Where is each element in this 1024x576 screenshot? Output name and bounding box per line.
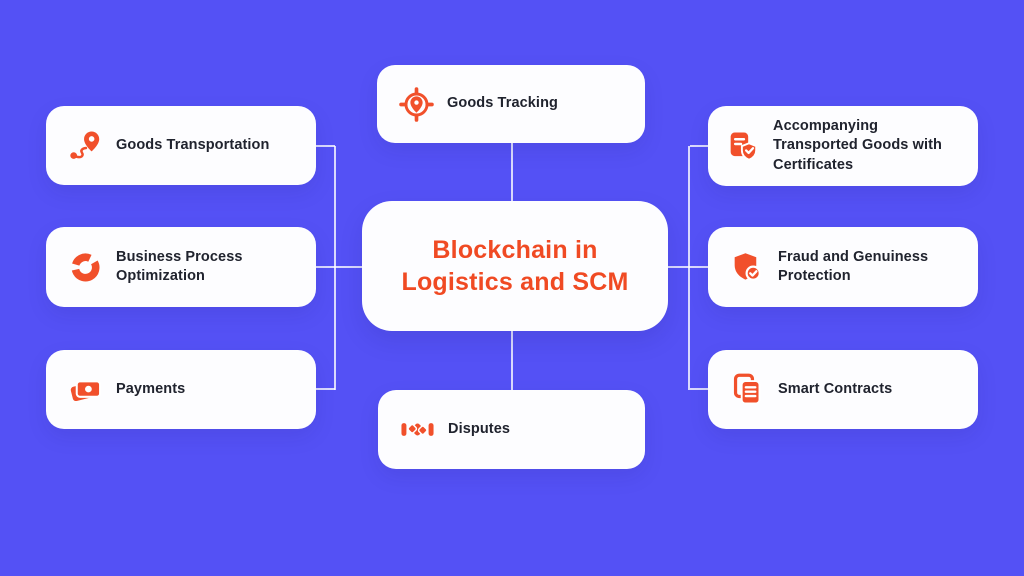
connector-bottom-vertical xyxy=(511,331,513,390)
node-goods-tracking: Goods Tracking xyxy=(377,65,645,143)
shield-check-icon xyxy=(730,250,765,285)
connector-top-vertical xyxy=(511,143,513,201)
connector-right-stub-1 xyxy=(690,145,708,147)
connector-left-stub-3 xyxy=(316,388,335,390)
node-label: Goods Tracking xyxy=(447,95,558,112)
node-fraud-protection: Fraud and Genuiness Protection xyxy=(708,227,978,307)
node-label: Payments xyxy=(116,380,186,397)
contracts-copy-icon xyxy=(730,372,765,407)
certificate-document-icon xyxy=(726,129,761,164)
connector-right-vertical xyxy=(688,146,690,390)
route-pin-icon xyxy=(68,128,103,163)
node-certificates: Accompanying Transported Goods with Cert… xyxy=(708,106,978,186)
connector-left-stub-2 xyxy=(316,266,362,268)
node-goods-transportation: Goods Transportation xyxy=(46,106,316,185)
connector-right-stub-3 xyxy=(690,388,708,390)
node-disputes: Disputes xyxy=(378,390,645,469)
center-node-blockchain: Blockchain in Logistics and SCM xyxy=(362,201,668,331)
node-business-process-optimization: Business Process Optimization xyxy=(46,227,316,307)
node-label: Fraud and Genuiness Protection xyxy=(778,248,929,284)
node-label: Disputes xyxy=(448,420,511,437)
center-title-line-2: Logistics and SCM xyxy=(401,268,629,296)
connector-left-vertical xyxy=(334,146,336,390)
node-label: Smart Contracts xyxy=(778,380,893,397)
donut-chart-icon xyxy=(68,250,103,285)
center-title-line-1: Blockchain in xyxy=(432,235,598,264)
location-target-icon xyxy=(399,86,434,122)
node-label: Business Process Optimization xyxy=(116,248,243,284)
banknotes-icon xyxy=(68,372,103,407)
node-payments: Payments xyxy=(46,350,316,429)
connector-right-stub-2 xyxy=(668,266,708,268)
connector-left-stub-1 xyxy=(316,145,335,147)
node-label: Accompanying Transported Goods with Cert… xyxy=(773,118,942,173)
handshake-icon xyxy=(400,412,435,447)
node-label: Goods Transportation xyxy=(116,136,270,153)
node-smart-contracts: Smart Contracts xyxy=(708,350,978,429)
